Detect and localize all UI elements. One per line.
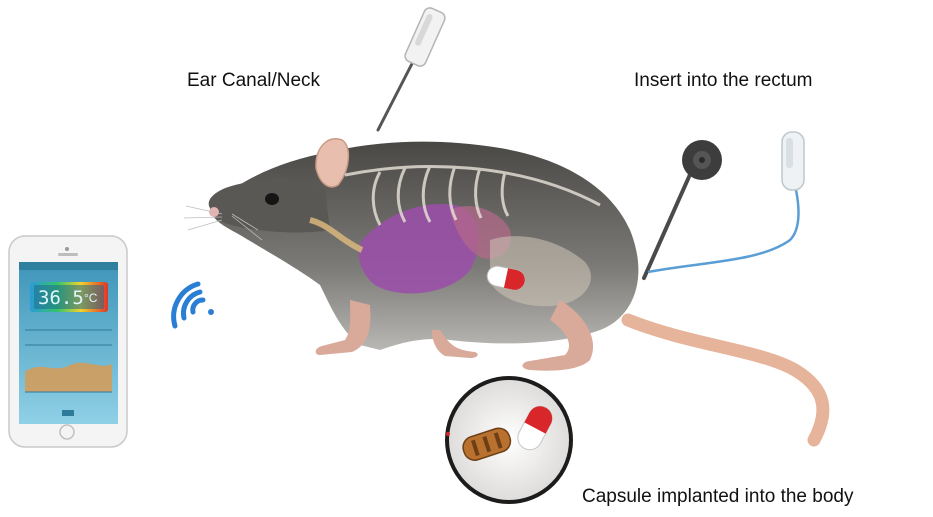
phone-temperature-unit: °C (84, 291, 97, 305)
ear-neck-probe (378, 6, 447, 130)
rectal-probe (644, 140, 722, 278)
label-capsule: Capsule implanted into the body (582, 486, 853, 508)
smartphone (9, 236, 127, 447)
wireless-signal-icon (174, 284, 214, 326)
label-rectum: Insert into the rectum (634, 70, 812, 92)
temperature-trend-graph (25, 363, 112, 392)
rat (184, 139, 638, 371)
rat-eye (265, 193, 279, 205)
capsule-magnifier (446, 378, 571, 502)
cabled-probe (648, 132, 804, 272)
label-ear-canal-neck: Ear Canal/Neck (187, 70, 320, 92)
rat-tail (628, 320, 823, 440)
